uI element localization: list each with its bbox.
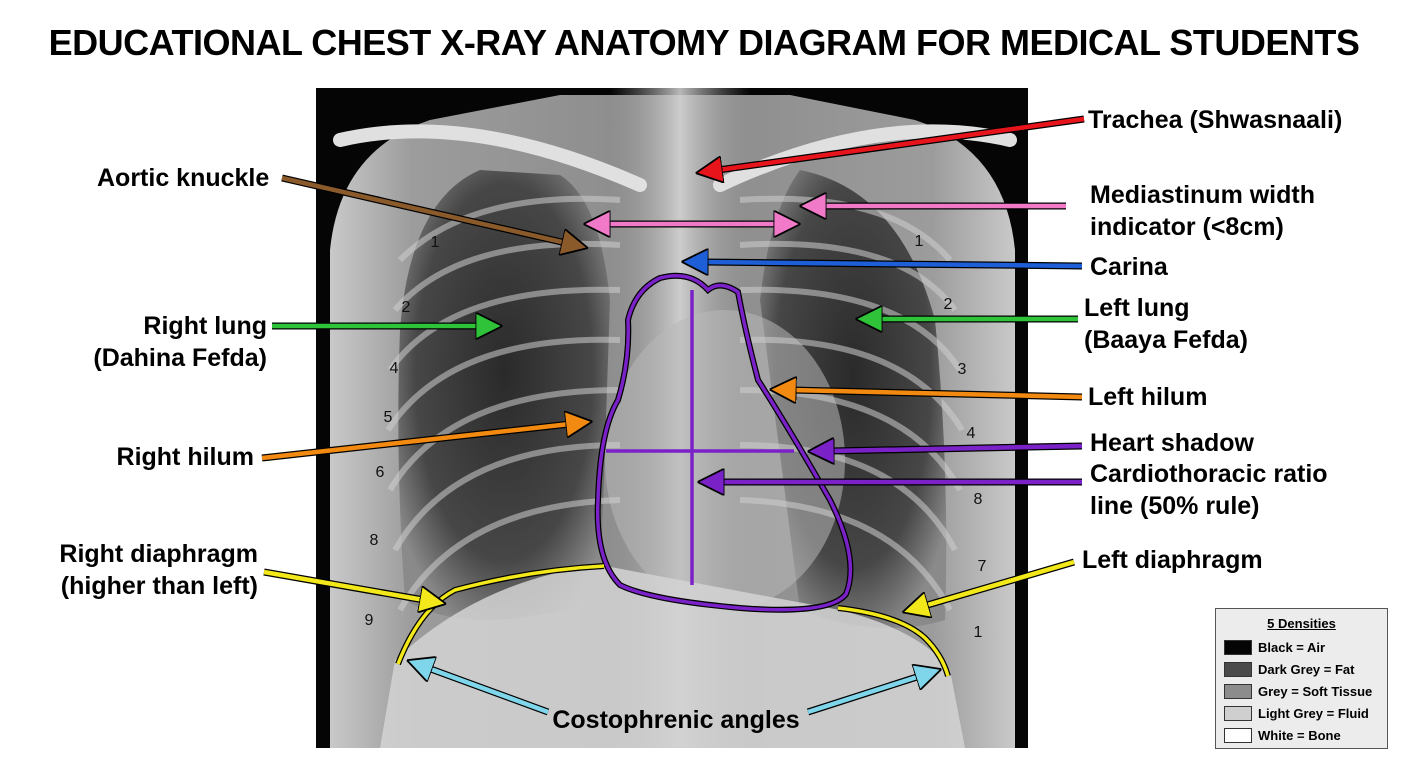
rib-number: 8 [974,491,983,508]
rib-number: 4 [390,360,399,377]
labels: Trachea (Shwasnaali) Aortic knuckle Medi… [59,106,1342,734]
rib-number: 6 [376,464,385,481]
label-left-hilum: Left hilum [1088,383,1207,411]
legend-item: White = Bone [1216,724,1387,746]
rib-numbers-left: 1 2 3 4 8 7 1 [915,233,987,641]
rib-number: 8 [370,532,379,549]
legend-swatch [1224,705,1252,721]
label-mediastinum-line1: Mediastinum width [1090,181,1315,209]
label-right-diaphragm-line1: Right diaphragm [59,540,258,568]
label-right-lung-line2: (Dahina Fefda) [93,344,267,372]
diaphragm-curves [395,563,951,677]
legend-swatch [1224,683,1252,699]
legend-item: Light Grey = Fluid [1216,702,1387,724]
rib-number: 5 [384,409,393,426]
rib-number: 1 [974,624,983,641]
label-mediastinum-line2: indicator (<8cm) [1090,213,1284,241]
rib-numbers-right: 1 2 4 5 6 8 9 [365,234,440,629]
heart-shadow-outline [594,272,854,613]
rib-number: 3 [958,361,967,378]
label-left-diaphragm: Left diaphragm [1082,546,1263,574]
label-ctr-line1: Cardiothoracic ratio [1090,460,1328,488]
arrows [261,115,1085,716]
label-carina: Carina [1090,253,1169,281]
legend-item-label: Black = Air [1258,639,1326,655]
label-ctr-line2: line (50% rule) [1090,492,1260,520]
label-left-lung-line2: (Baaya Fefda) [1084,326,1248,354]
legend-item-label: White = Bone [1258,727,1341,743]
label-right-hilum: Right hilum [117,443,254,471]
page-title: EDUCATIONAL CHEST X-RAY ANATOMY DIAGRAM … [48,22,1360,63]
label-right-lung-line1: Right lung [143,312,267,340]
legend-item-label: Dark Grey = Fat [1258,661,1355,677]
legend-swatch [1224,639,1252,655]
rib-number: 7 [978,558,987,575]
legend-item-label: Grey = Soft Tissue [1258,683,1373,699]
label-costophrenic-angles: Costophrenic angles [552,706,799,734]
label-heart-shadow: Heart shadow [1090,429,1254,457]
legend-item-label: Light Grey = Fluid [1258,705,1369,721]
rib-number: 1 [431,234,440,251]
rib-number: 9 [365,612,374,629]
label-right-diaphragm-line2: (higher than left) [61,572,258,600]
xray-image [316,88,1028,748]
rib-number: 2 [402,299,411,316]
label-trachea: Trachea (Shwasnaali) [1088,106,1342,134]
density-legend: 5 Densities Black = Air Dark Grey = Fat … [1215,608,1388,749]
legend-title: 5 Densities [1267,616,1336,631]
label-left-lung-line1: Left lung [1084,294,1190,322]
rib-number: 4 [967,425,976,442]
label-aortic-knuckle: Aortic knuckle [97,164,269,192]
legend-item: Black = Air [1216,636,1387,658]
legend-item: Dark Grey = Fat [1216,658,1387,680]
legend-swatch [1224,727,1252,743]
legend-swatch [1224,661,1252,677]
rib-number: 2 [944,296,953,313]
rib-number: 1 [915,233,924,250]
legend-item: Grey = Soft Tissue [1216,680,1387,702]
